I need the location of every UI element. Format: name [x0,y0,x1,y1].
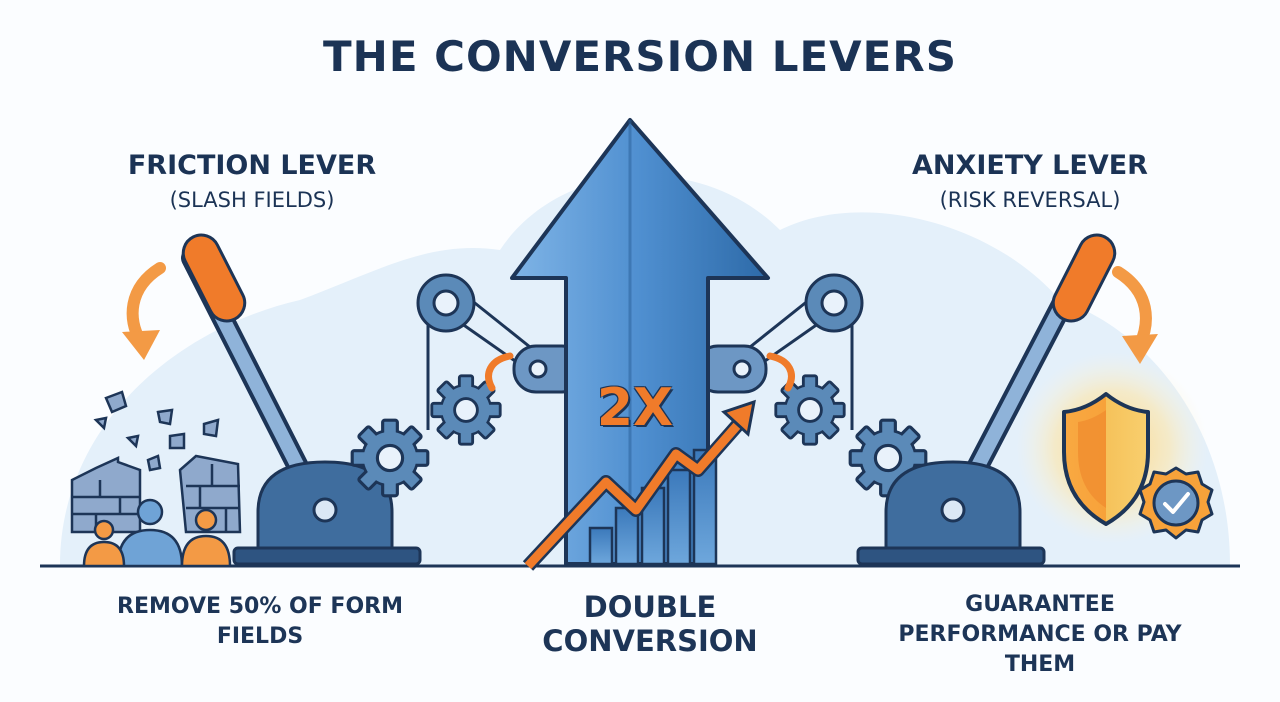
broken-wall-icon [70,390,242,534]
friction-lever-subheading: (SLASH FIELDS) [169,188,335,212]
anxiety-lever-heading: ANXIETY LEVER [912,150,1148,181]
down-arrow-icon [1112,266,1158,364]
shield-icon [1062,392,1150,526]
double-conversion-caption: DOUBLE CONVERSION [542,590,758,658]
pulley-icon [416,273,864,333]
anxiety-lever-subheading: (RISK REVERSAL) [939,188,1121,212]
friction-lever-icon [181,233,422,566]
anxiety-lever-icon [856,233,1117,566]
page-title: THE CONVERSION LEVERS [323,32,957,81]
anxiety-lever-caption: GUARANTEE PERFORMANCE OR PAY THEM [898,592,1182,677]
down-arrow-icon [122,262,166,360]
friction-lever-heading: FRICTION LEVER [127,150,377,181]
user-group-icon [82,498,232,568]
friction-lever-caption: REMOVE 50% OF FORM FIELDS [117,594,403,649]
rotation-arrow-icon [485,352,795,392]
bar-chart-icon [588,448,718,566]
growth-arrow-icon [522,399,756,571]
check-badge-icon [1138,466,1214,540]
multiplier-label: 2X [596,378,674,438]
